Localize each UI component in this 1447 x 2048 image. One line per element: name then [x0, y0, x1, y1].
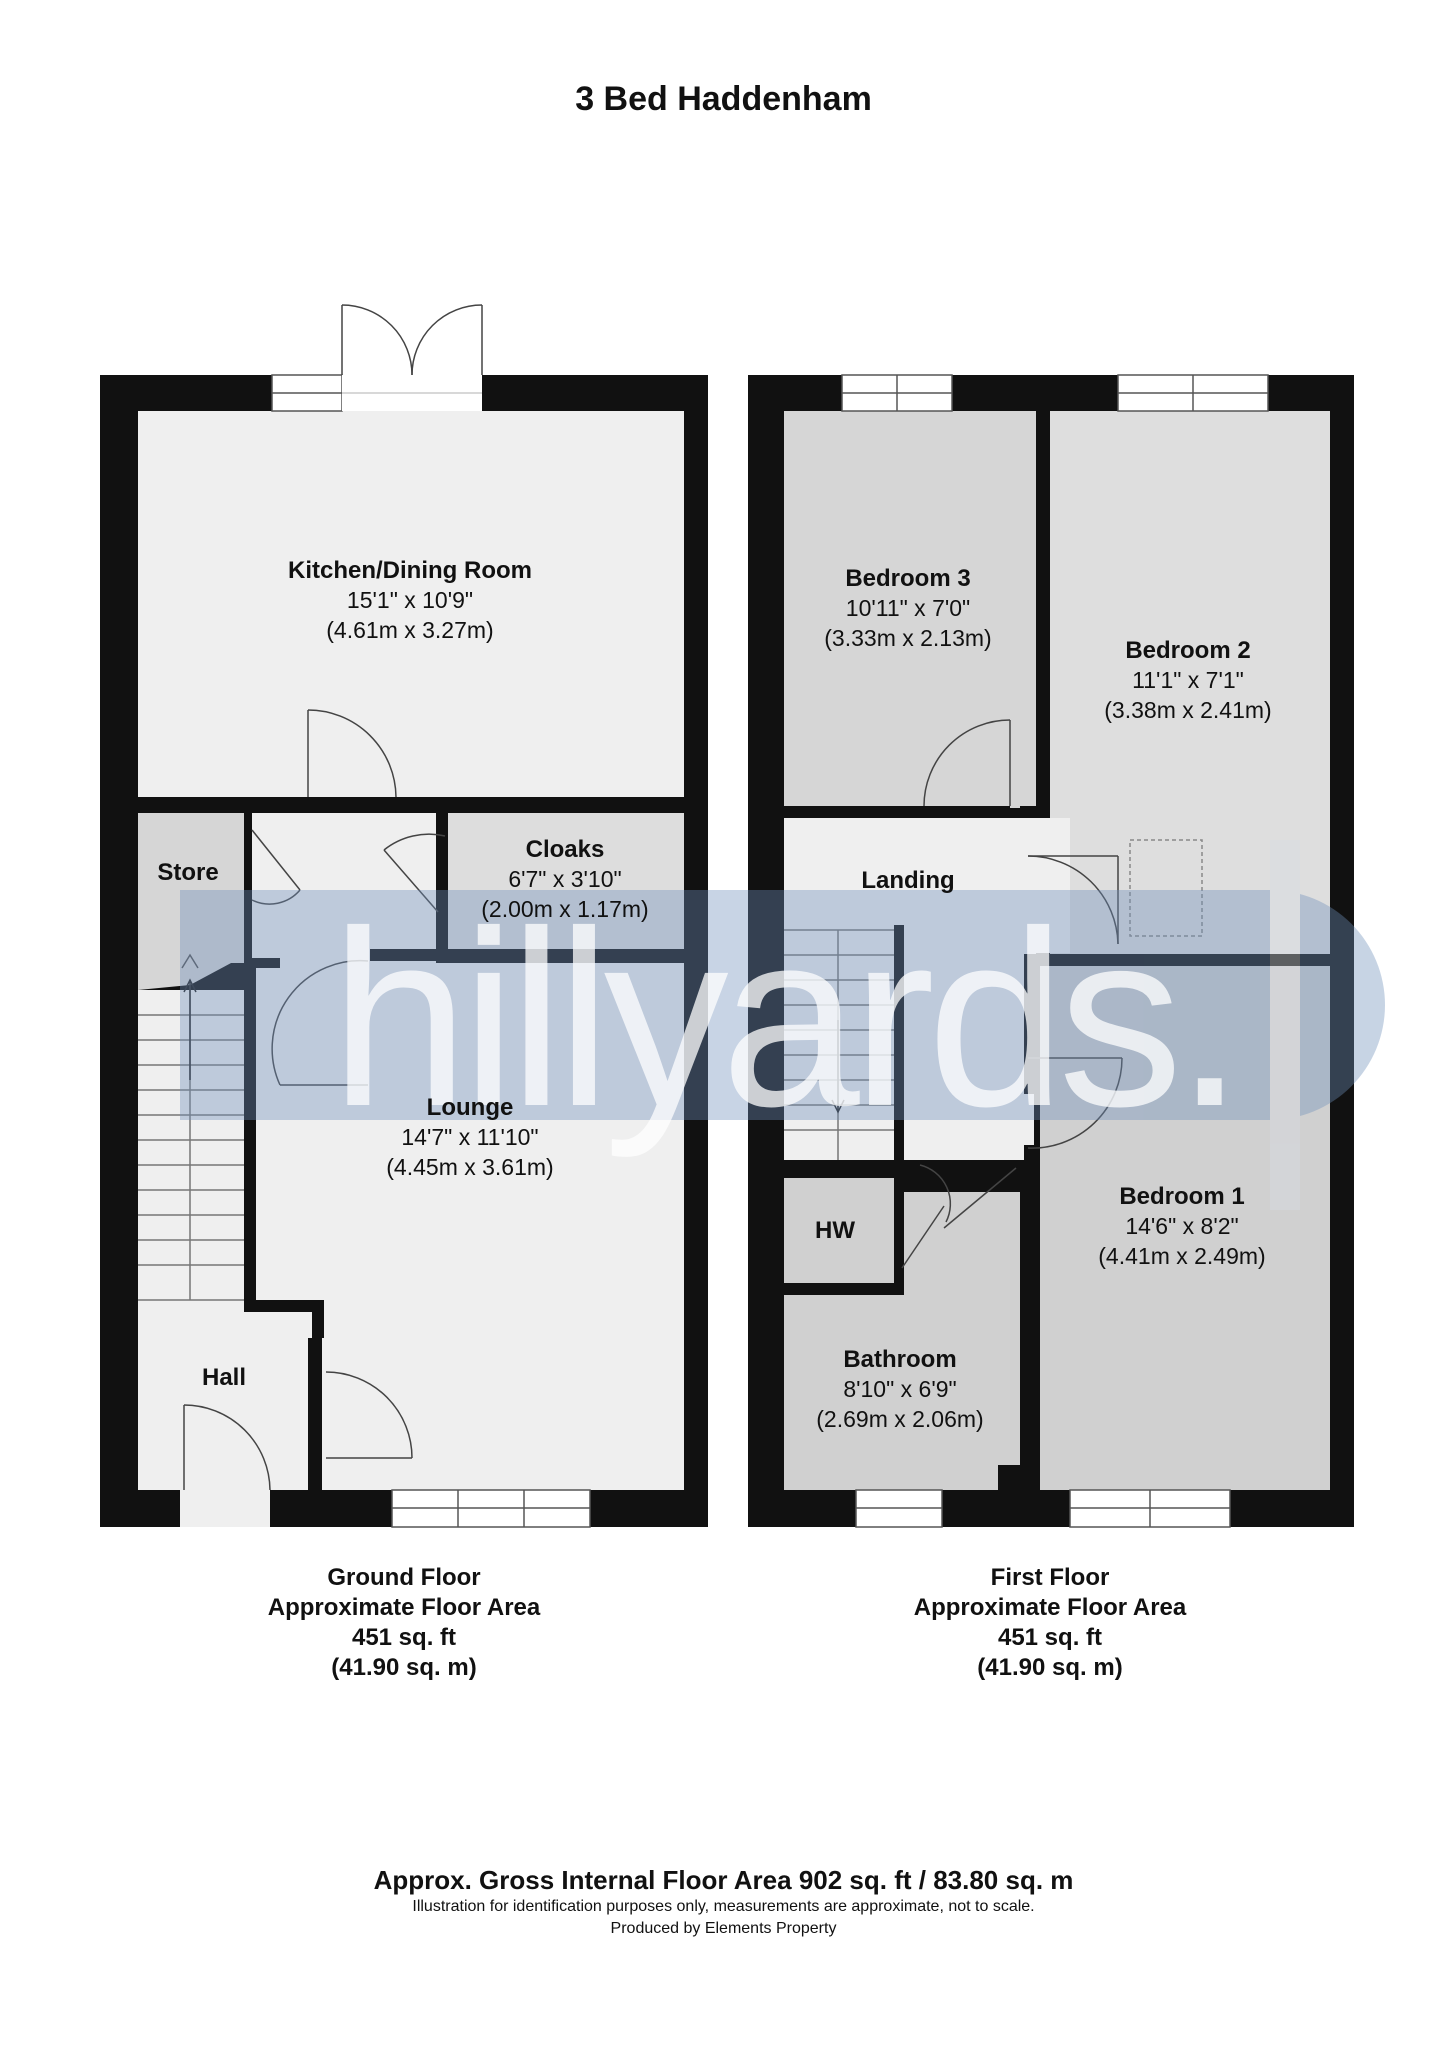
watermark-text: hillyards.: [330, 879, 1236, 1158]
floor-area-sqft: 451 sq. ft: [997, 1624, 1103, 1651]
room-name: Bedroom 1: [1119, 1183, 1244, 1210]
staircase: [138, 953, 244, 1301]
wall: [138, 797, 308, 812]
wall: [244, 812, 252, 960]
wall: [894, 925, 904, 1165]
floor-area-sqm: (41.90 sq. m): [331, 1654, 477, 1681]
first-floor-staircase: [784, 929, 894, 1160]
landing-lower-area: [894, 965, 1034, 1160]
footer: Approx. Gross Internal Floor Area 902 sq…: [0, 1865, 1447, 1938]
cloaks-area: [448, 813, 684, 949]
first-internal-doors: [901, 719, 1123, 1269]
room-dimensions-metric: (2.00m x 1.17m): [481, 896, 648, 922]
room-name: Lounge: [427, 1094, 514, 1121]
wall: [784, 1283, 900, 1295]
plan-title: 3 Bed Haddenham: [575, 80, 872, 118]
landing-stair-area: [784, 930, 894, 1160]
first-floor-caption: First Floor Approximate Floor Area 451 s…: [840, 1563, 1260, 1683]
floor-area-sqm: (41.90 sq. m): [977, 1654, 1123, 1681]
ground-windows: [271, 374, 591, 1528]
loft-hatch: [1129, 839, 1203, 937]
total-floor-area: Approx. Gross Internal Floor Area 902 sq…: [373, 1865, 1074, 1895]
wall: [244, 1300, 324, 1312]
store-stair-under: [138, 955, 246, 990]
store-area: [138, 813, 246, 963]
wall: [784, 806, 1010, 818]
room-dimensions-metric: (2.69m x 2.06m): [816, 1406, 983, 1432]
first-windows: [841, 374, 1269, 1528]
wall: [436, 812, 448, 949]
floor-name: First Floor: [990, 1564, 1110, 1591]
room-name: Landing: [861, 867, 954, 894]
room-name: Hall: [202, 1364, 246, 1391]
wall: [1036, 411, 1050, 811]
landing-area-right: [1030, 818, 1070, 953]
floor-area-label: Approximate Floor Area: [913, 1594, 1187, 1621]
lounge-area-lower: [322, 1293, 684, 1490]
wall: [1024, 954, 1330, 966]
room-dimensions-imperial: 10'11" x 7'0": [846, 595, 970, 621]
wall: [312, 1300, 324, 1338]
room-name: Store: [157, 859, 218, 886]
producer-credit: Produced by Elements Property: [610, 1920, 837, 1937]
room-dimensions-imperial: 8'10" x 6'9": [843, 1376, 956, 1402]
wall: [1024, 954, 1036, 1094]
wall: [1024, 1145, 1036, 1490]
wall: [370, 949, 684, 961]
wall: [1020, 806, 1048, 818]
room-dimensions-imperial: 14'6" x 8'2": [1125, 1213, 1238, 1239]
room-name: Bedroom 3: [845, 565, 970, 592]
room-dimensions-metric: (4.45m x 3.61m): [386, 1154, 553, 1180]
stair-area: [138, 990, 244, 1300]
room-dimensions-imperial: 15'1" x 10'9": [347, 587, 473, 613]
room-name: Kitchen/Dining Room: [288, 557, 532, 584]
wall: [998, 1465, 1028, 1490]
wall: [784, 1160, 924, 1172]
wall: [396, 797, 684, 812]
bedroom-3-area: [784, 411, 1036, 808]
room-dimensions-imperial: 6'7" x 3'10": [508, 866, 621, 892]
room-name: Bathroom: [843, 1346, 956, 1373]
bedroom-2-area: [1050, 411, 1330, 954]
kitchen-dining-area: [138, 411, 684, 797]
room-name: Cloaks: [526, 836, 605, 863]
lounge-area: [256, 963, 684, 1293]
ground-floor-plan: [100, 304, 708, 1528]
room-name: HW: [815, 1217, 855, 1244]
wall: [244, 958, 256, 1300]
first-floor-plan: [748, 374, 1354, 1528]
disclaimer: Illustration for identification purposes…: [412, 1898, 1035, 1915]
room-dimensions-metric: (3.38m x 2.41m): [1104, 697, 1271, 723]
front-door: [180, 1404, 271, 1527]
room-dimensions-metric: (4.41m x 2.49m): [1098, 1243, 1265, 1269]
french-doors: [341, 304, 483, 411]
ground-internal-doors: [251, 709, 446, 1459]
wall: [244, 958, 280, 968]
floor-area-sqft: 451 sq. ft: [351, 1624, 457, 1651]
room-dimensions-metric: (3.33m x 2.13m): [824, 625, 991, 651]
wall: [894, 1165, 904, 1295]
floor-area-label: Approximate Floor Area: [267, 1594, 541, 1621]
room-name: Bedroom 2: [1125, 637, 1250, 664]
ground-floor-caption: Ground Floor Approximate Floor Area 451 …: [194, 1563, 614, 1683]
room-dimensions-metric: (4.61m x 3.27m): [326, 617, 493, 643]
room-dimensions-imperial: 11'1" x 7'1": [1132, 667, 1244, 693]
room-dimensions-imperial: 14'7" x 11'10": [401, 1124, 538, 1150]
watermark: [180, 840, 1385, 1210]
bedroom-1-area: [1040, 966, 1330, 1490]
floor-name: Ground Floor: [327, 1564, 481, 1591]
room-labels: Kitchen/Dining Room 15'1" x 10'9" (4.61m…: [157, 557, 1271, 1432]
